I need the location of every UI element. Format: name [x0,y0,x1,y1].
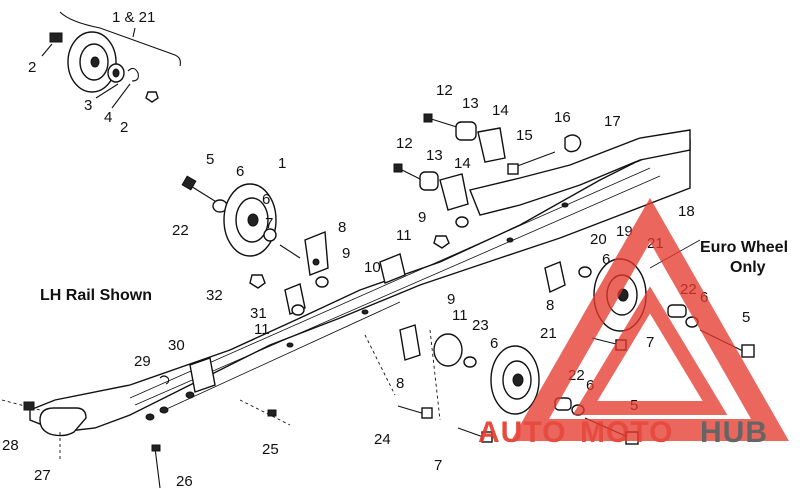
callout-number: 14 [454,155,471,172]
callout-number: 24 [374,431,391,448]
callout-number: 10 [364,259,381,276]
callout-number: 3 [84,97,92,114]
callout-number: 5 [742,309,750,326]
callout-number: 7 [646,334,654,351]
callout-number: 22 [172,222,189,239]
callout-number: 12 [436,82,453,99]
euro-label-line2: Only [730,259,766,276]
bracket-parts [249,230,406,316]
callout-number: 16 [554,109,571,126]
callout-number: 9 [447,291,455,308]
callout-number: 6 [236,163,244,180]
callout-number: 11 [396,227,412,244]
callout-number: 6 [586,377,594,394]
callout-number: 25 [262,441,279,458]
callout-number: 6 [490,335,498,352]
callout-number: 11 [254,321,270,338]
upper-mount-parts [393,113,582,249]
watermark-part3: HUB [700,416,768,449]
callout-number: 1 [278,155,286,172]
callout-number: 31 [250,305,267,322]
callout-number: 9 [418,209,426,226]
callout-number: 20 [590,231,607,248]
callout-number: 12 [396,135,413,152]
watermark: AUTO MOTO HUB [478,197,789,449]
callout-number: 30 [168,337,185,354]
callout-number: 7 [265,215,273,232]
callout-number: 32 [206,287,223,304]
callout-number: 13 [426,147,443,164]
callout-number: 4 [104,109,112,126]
callout-number: 18 [678,203,695,220]
callout-number: 21 [540,325,557,342]
callout-number: 28 [2,437,19,454]
callout-number: 27 [34,467,51,484]
callout-number: 9 [342,245,350,262]
callout-number: 13 [462,95,479,112]
euro-label-line1: Euro Wheel [700,239,788,256]
rear-parts [1,357,291,489]
callout-number: 29 [134,353,151,370]
callout-number: 14 [492,102,509,119]
side-label: LH Rail Shown [40,287,152,304]
callout-number: 6 [602,251,610,268]
callout-number: 7 [434,457,442,474]
callout-number: 26 [176,473,193,489]
callout-number: 2 [120,119,128,136]
callout-number: 2 [28,59,36,76]
callout-number: 8 [396,375,404,392]
callout-number: 8 [546,297,554,314]
callout-number: 5 [206,151,214,168]
callout-number: 17 [604,113,621,130]
watermark-part1: AUTO [478,416,566,449]
rail-assembly [29,129,691,460]
callout-number: 11 [452,307,468,324]
group-label: 1 & 21 [112,9,155,26]
wheel-assembly-group [41,11,181,109]
watermark-part2: MOTO [580,416,673,449]
callout-number: 23 [472,317,489,334]
callout-number: 15 [516,127,533,144]
callout-number: 8 [338,219,346,236]
idler-wheel-1 [181,175,301,259]
callout-number: 6 [262,191,270,208]
